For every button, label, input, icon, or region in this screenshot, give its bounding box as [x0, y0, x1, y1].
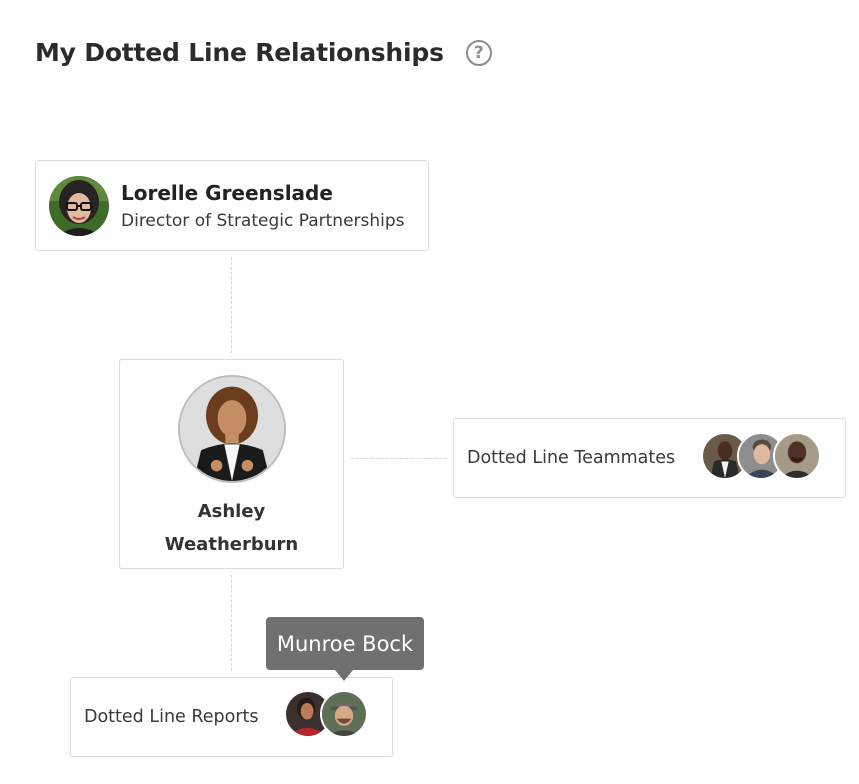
tooltip-arrow [335, 670, 353, 681]
page-title: My Dotted Line Relationships [35, 38, 444, 67]
connector-self-to-reports [231, 575, 232, 671]
teammates-avatar-stack [701, 432, 821, 480]
avatar-tooltip: Munroe Bock [266, 617, 424, 670]
help-icon[interactable]: ? [465, 39, 492, 66]
connector-manager-to-self [231, 257, 232, 353]
teammates-label: Dotted Line Teammates [467, 448, 676, 468]
teammate-avatar-2[interactable] [737, 432, 785, 480]
self-name: Ashley Weatherburn [164, 501, 299, 555]
manager-job-title: Director of Strategic Partnerships [121, 210, 405, 231]
manager-card[interactable]: Lorelle Greenslade Director of Strategic… [35, 160, 429, 251]
teammate-avatar-3[interactable] [773, 432, 821, 480]
reports-label: Dotted Line Reports [84, 707, 259, 727]
manager-info: Lorelle Greenslade Director of Strategic… [121, 181, 405, 231]
report-avatar-2-munroe-bock[interactable] [320, 690, 368, 738]
teammates-card[interactable]: Dotted Line Teammates [453, 418, 846, 498]
self-avatar [177, 375, 286, 483]
manager-name: Lorelle Greenslade [121, 180, 333, 205]
manager-avatar [49, 175, 109, 236]
reports-card[interactable]: Dotted Line Reports [70, 677, 393, 757]
self-card[interactable]: Ashley Weatherburn [119, 359, 344, 569]
header: My Dotted Line Relationships ? [35, 38, 492, 67]
reports-avatar-stack [284, 690, 368, 738]
connector-self-to-teammates [351, 458, 447, 459]
